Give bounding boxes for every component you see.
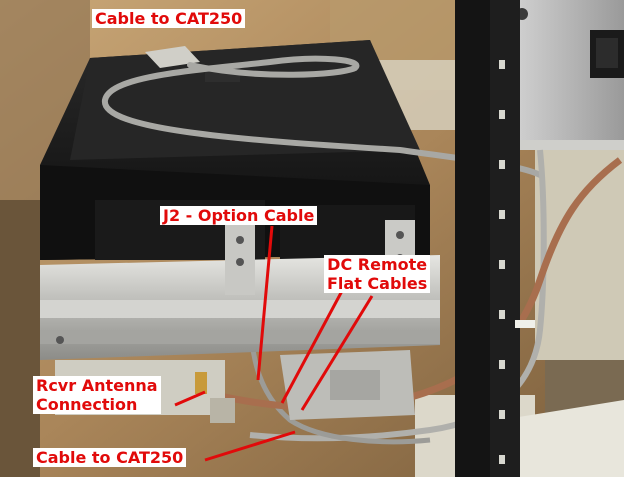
label-j2-option-cable: J2 - Option Cable (160, 206, 318, 225)
label-dc-remote-flat-cables: DC Remote Flat Cables (324, 255, 431, 293)
label-cable-to-cat250-bottom: Cable to CAT250 (33, 448, 187, 467)
leader-lines (174, 225, 374, 462)
label-cable-to-cat250-top: Cable to CAT250 (92, 9, 246, 28)
label-rcvr-antenna-connection: Rcvr Antenna Connection (33, 376, 161, 414)
rack-holes (499, 60, 505, 464)
